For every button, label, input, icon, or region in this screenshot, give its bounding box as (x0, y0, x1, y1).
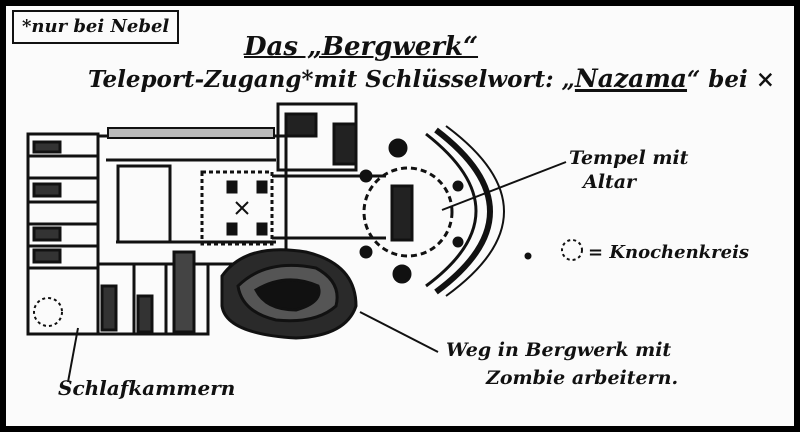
temple-label-line2: Altar (583, 171, 637, 193)
map-title: Das „Bergwerk“ (244, 32, 479, 62)
teleport-line: Teleport-Zugang*mit Schlüsselwort: „Naza… (88, 64, 775, 93)
mine-label-line1: Weg in Bergwerk mit (446, 339, 672, 361)
dungeon-map (26, 102, 583, 383)
bone-circle-label: = Knochenkreis (588, 242, 750, 263)
teleport-text: Teleport-Zugang*mit Schlüsselwort: „ (88, 66, 575, 93)
altar (390, 184, 414, 242)
mine-label-line2: Zombie arbeitern. (486, 367, 679, 389)
map-sheet: *nur bei Nebel Das „Bergwerk“ Teleport-Z… (6, 6, 794, 426)
temple-hall (362, 166, 454, 258)
teleport-x-marker (235, 201, 249, 215)
bone-circle-map (33, 297, 63, 327)
temple-label-line1: Tempel mit (569, 147, 689, 169)
sleeping-chambers-label: Schlafkammern (58, 376, 236, 400)
mine-label: Weg in Bergwerk mit Zombie arbeitern. (446, 336, 678, 392)
temple-label: Tempel mit Altar (569, 146, 688, 194)
teleport-suffix: “ bei × (687, 66, 775, 93)
bone-circle-legend-icon (561, 239, 583, 261)
keyword-nazama: Nazama (574, 64, 688, 93)
fog-note: *nur bei Nebel (12, 10, 180, 44)
